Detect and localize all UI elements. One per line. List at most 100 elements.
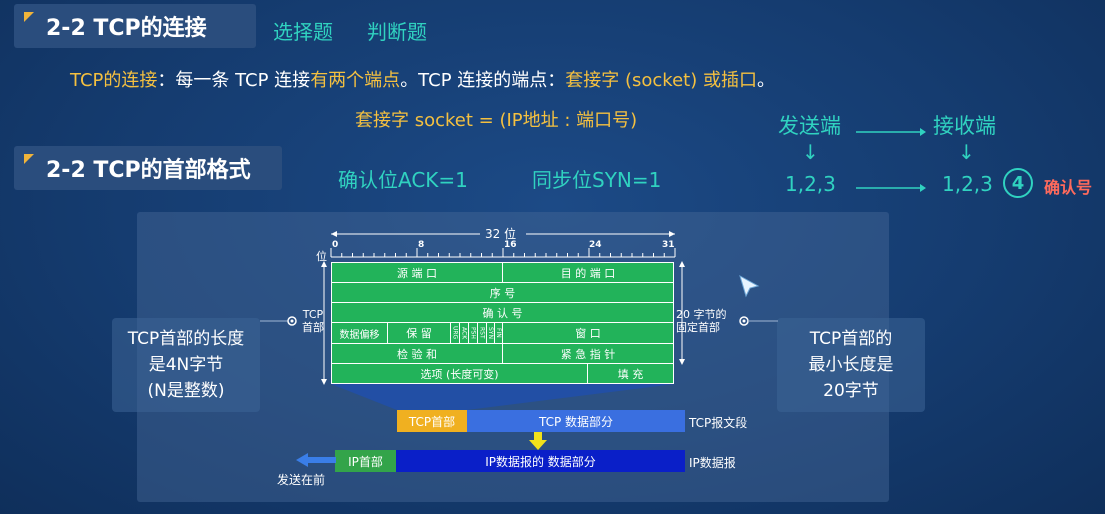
- intro-text-1: ：每一条 TCP 连接: [157, 70, 311, 91]
- circled-number-text: 4: [1011, 172, 1025, 194]
- mouse-cursor-icon: [738, 274, 762, 304]
- sender-label: 发送端: [778, 114, 841, 138]
- ip-datagram-label: IP数据报: [689, 456, 736, 470]
- window-field: 窗 口: [503, 323, 674, 344]
- circled-number: 4: [1003, 168, 1033, 198]
- receiver-label: 接收端: [933, 114, 996, 138]
- flag-label: ACK: [460, 326, 468, 340]
- flag-label: URG: [451, 326, 459, 340]
- fin-flag: FIN: [495, 323, 503, 344]
- note-line: TCP首部的: [809, 329, 893, 349]
- intro-term: TCP的连接: [70, 70, 158, 91]
- flag-label: SYN: [487, 327, 494, 339]
- note-line: 20字节: [823, 381, 879, 401]
- field-label: 保 留: [406, 327, 432, 340]
- field-label: 检 验 和: [397, 347, 437, 361]
- ip-data-block: IP数据报的 数据部分: [396, 450, 685, 472]
- tcp-header-side-label: TCP 首部: [302, 308, 324, 334]
- header-min-length-note: TCP首部的 最小长度是 20字节: [777, 318, 925, 412]
- tick-label-16: 16: [504, 240, 517, 250]
- side-label-line: 20 字节的: [676, 308, 727, 321]
- syn-bit-note: 同步位SYN=1: [532, 168, 662, 192]
- left-bracket: [318, 261, 330, 389]
- src-port-field: 源 端 口: [332, 263, 503, 283]
- field-label: 选项 (长度可变): [420, 367, 499, 381]
- seq-right: 1,2,3: [942, 172, 993, 196]
- note-line: (N是整数): [147, 381, 225, 401]
- tick-label-8: 8: [418, 240, 425, 250]
- down-arrow-icon: [529, 432, 547, 454]
- section-title: 2-2 TCP的首部格式: [46, 158, 251, 183]
- reserved-field: 保 留: [388, 323, 451, 344]
- ip-header-block: IP首部: [335, 450, 396, 472]
- psh-flag: PSH: [469, 323, 478, 344]
- padding-field: 填 充: [588, 364, 674, 384]
- intro-period: 。: [756, 70, 775, 91]
- side-label-line: TCP: [302, 308, 324, 321]
- field-label: 目 的 端 口: [560, 266, 616, 280]
- flag-label: PSH: [469, 327, 477, 339]
- right-connector: [736, 312, 778, 336]
- tcp-segment-label: TCP报文段: [689, 416, 748, 430]
- intro-highlight-1: 有两个端点: [310, 70, 401, 91]
- side-label-line: 首部: [302, 321, 324, 334]
- tcp-header-block: TCP首部: [397, 410, 467, 432]
- bit-ruler: [330, 224, 676, 260]
- field-label: 填 充: [617, 367, 644, 381]
- bits-label: 32 位: [485, 227, 517, 241]
- options-field: 选项 (长度可变): [332, 364, 588, 384]
- urg-flag: URG: [451, 323, 460, 344]
- note-line: 最小长度是: [808, 355, 894, 375]
- tick-label-24: 24: [589, 240, 602, 250]
- arrow-down-icon: ↓: [802, 140, 819, 164]
- ack-bit-note: 确认位ACK=1: [338, 168, 468, 192]
- seq-field: 序 号: [332, 283, 674, 303]
- corner-marker-icon: [24, 12, 34, 22]
- corner-marker-icon: [24, 154, 34, 164]
- header-funnel: [331, 384, 676, 414]
- field-label: 窗 口: [575, 327, 601, 340]
- field-label: 确 认 号: [482, 306, 523, 320]
- ack-flag: ACK: [460, 323, 469, 344]
- section-tag-tcp-header: 2-2 TCP的首部格式: [14, 146, 282, 190]
- header-length-note: TCP首部的长度 是4N字节 (N是整数): [112, 318, 260, 412]
- tick-label-31: 31: [662, 240, 675, 250]
- send-first-label: 发送在前: [277, 473, 326, 487]
- tick-label-0: 0: [332, 240, 339, 250]
- send-first-arrow-icon: [296, 452, 336, 471]
- tcp-header-table: 源 端 口 目 的 端 口 序 号 确 认 号 数据偏移 保 留 URG ACK…: [331, 262, 674, 384]
- tab-judgment-questions[interactable]: 判断题: [367, 20, 427, 44]
- section-tag-tcp-connection: 2-2 TCP的连接: [14, 4, 256, 48]
- seq-left: 1,2,3: [785, 172, 836, 196]
- rst-flag: RST: [478, 323, 487, 344]
- field-label: 序 号: [489, 286, 516, 300]
- intro-text-2: 。TCP 连接的端点：: [400, 70, 566, 91]
- urgent-pointer-field: 紧 急 指 针: [503, 344, 674, 364]
- fixed-header-side-label: 20 字节的 固定首部: [676, 308, 727, 334]
- dst-port-field: 目 的 端 口: [503, 263, 674, 283]
- note-line: TCP首部的长度: [127, 329, 245, 349]
- flag-label: FIN: [495, 328, 502, 338]
- field-label: 紧 急 指 针: [560, 347, 616, 361]
- tab-choice-questions[interactable]: 选择题: [273, 20, 333, 44]
- tcp-data-block: TCP 数据部分: [467, 410, 685, 432]
- arrow-right-icon: [856, 122, 926, 136]
- ack-number-field: 确 认 号: [332, 303, 674, 323]
- field-label: 源 端 口: [397, 266, 437, 280]
- right-bracket: [676, 261, 688, 369]
- left-connector: [260, 312, 300, 336]
- intro-highlight-2: 套接字 (socket) 或插口: [565, 70, 757, 91]
- confirm-number-label: 确认号: [1044, 178, 1093, 197]
- section-title: 2-2 TCP的连接: [46, 16, 207, 41]
- socket-formula: 套接字 socket = (IP地址 : 端口号): [355, 110, 638, 131]
- syn-flag: SYN: [487, 323, 495, 344]
- arrow-down-icon: ↓: [958, 140, 975, 164]
- data-offset-field: 数据偏移: [332, 323, 388, 344]
- arrow-right-icon: [856, 178, 926, 192]
- note-line: 是4N字节: [148, 355, 224, 375]
- checksum-field: 检 验 和: [332, 344, 503, 364]
- side-label-line: 固定首部: [676, 321, 720, 334]
- intro-line: TCP的连接：每一条 TCP 连接有两个端点。TCP 连接的端点：套接字 (so…: [70, 66, 775, 92]
- bit-unit-label: 位: [316, 250, 327, 263]
- flag-label: RST: [478, 327, 486, 339]
